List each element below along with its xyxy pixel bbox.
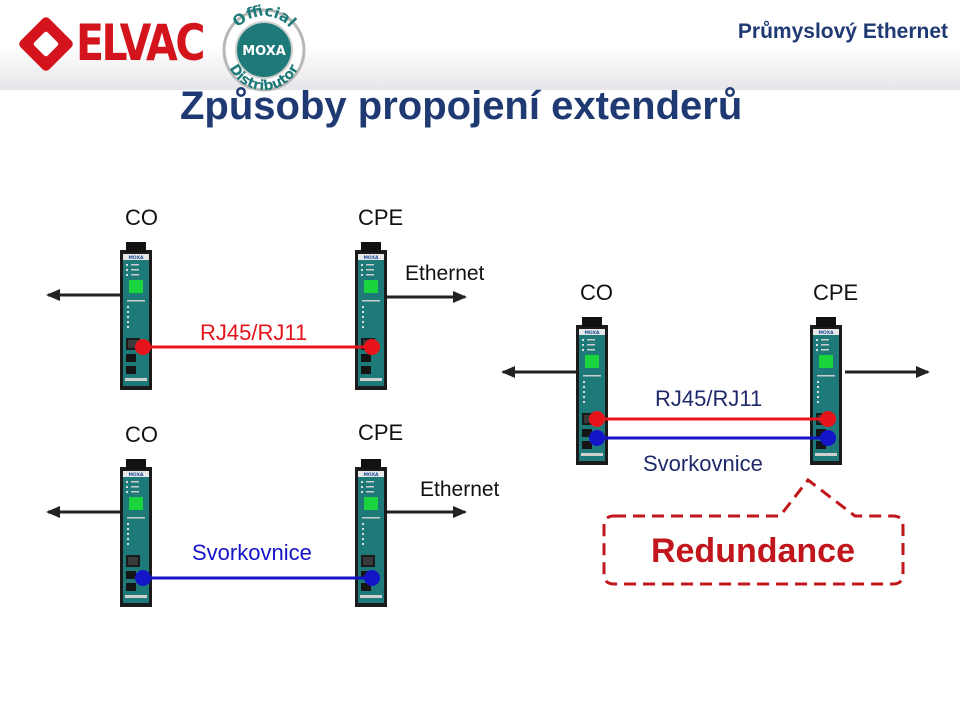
diagram-bottom-left: CO CPE Ethernet Svorkovnice <box>46 420 500 607</box>
blue-port-dot <box>364 570 380 586</box>
co-label: CO <box>580 280 613 305</box>
section-title: Průmyslový Ethernet <box>737 20 948 43</box>
red-port-dot <box>135 339 151 355</box>
red-port-dot <box>589 411 605 427</box>
link-label-rj45: RJ45/RJ11 <box>200 320 307 345</box>
ethernet-label: Ethernet <box>405 262 485 285</box>
red-port-dot <box>364 339 380 355</box>
diagram-redundant: CO CPE RJ45/RJ11 Svorkovnice <box>501 280 930 476</box>
link-label-rj45: RJ45/RJ11 <box>655 386 762 411</box>
seal-middle-text: MOXA <box>242 44 286 59</box>
blue-port-dot <box>589 430 605 446</box>
extender-co-device <box>120 242 152 390</box>
blue-port-dot <box>820 430 836 446</box>
page-title: Způsoby propojení extenderů <box>180 84 743 128</box>
callout-frame <box>602 477 905 586</box>
co-label: CO <box>125 422 158 447</box>
link-label-terminal: Svorkovnice <box>643 451 763 476</box>
elvac-logo: ELVAC <box>17 12 205 73</box>
callout-label: Redundance <box>651 532 855 570</box>
elvac-logo-text: ELVAC <box>76 14 205 72</box>
co-label: CO <box>125 205 158 230</box>
blue-port-dot <box>135 570 151 586</box>
cpe-label: CPE <box>358 205 403 230</box>
cpe-label: CPE <box>358 420 403 445</box>
ethernet-label: Ethernet <box>420 478 500 501</box>
diagram-top-left: CO CPE Ethernet RJ45/RJ11 <box>46 205 485 390</box>
moxa-distributor-seal: MOXA Official Distributor <box>222 1 306 92</box>
link-label-terminal: Svorkovnice <box>192 540 312 565</box>
red-port-dot <box>820 411 836 427</box>
cpe-label: CPE <box>813 280 858 305</box>
redundance-callout: Redundance <box>602 477 905 586</box>
extender-cpe-device <box>355 242 387 390</box>
header-band <box>0 0 960 90</box>
